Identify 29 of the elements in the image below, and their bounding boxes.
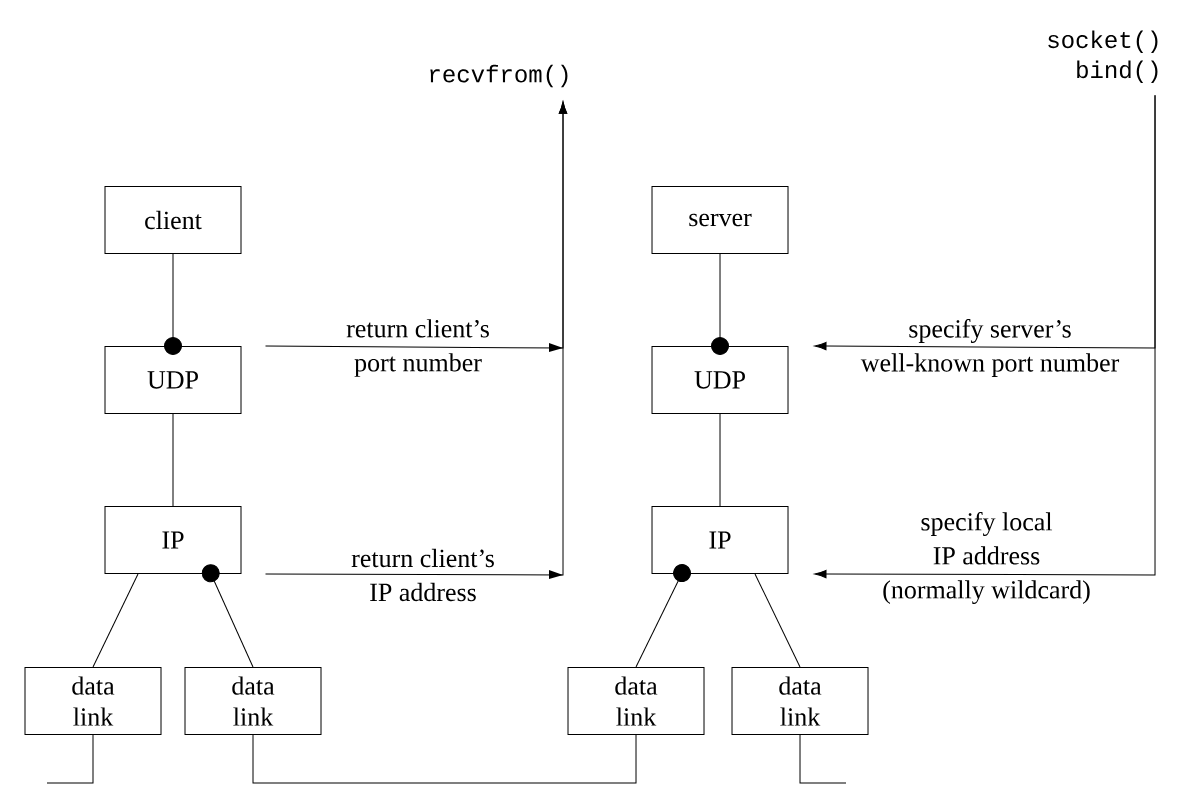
function-call-label: socket() bind() [1048,30,1158,83]
connector-line [799,734,847,784]
layer-box: UDP [104,346,242,414]
arrow [265,101,568,579]
layer-box: client [104,186,242,254]
connector-line [172,413,174,507]
layer-box: data link [24,667,162,735]
layer-box: data link [184,667,322,735]
edge-label: return client’s port number [346,319,489,377]
layer-box: data link [567,667,705,735]
function-call-label: recvfrom() [430,64,568,88]
edge-label: specify local IP address (normally wildcard) [883,512,1090,604]
arrow [814,94,1156,579]
connector-line [92,573,139,668]
arrow [164,253,182,355]
layer-box: IP [104,506,242,574]
layer-box: UDP [651,346,789,414]
arrow [201,564,254,668]
edge-label: specify server’s well-known port number [860,319,1120,377]
connector-line [46,734,94,784]
arrow [635,564,692,668]
layer-box: data link [731,667,869,735]
connector-line [754,573,801,668]
layer-box: server [651,186,789,254]
connector-line [719,413,721,507]
connector-line [252,734,637,784]
layer-box: IP [651,506,789,574]
arrow [711,253,729,355]
edge-label: return client’s IP address [351,548,494,602]
